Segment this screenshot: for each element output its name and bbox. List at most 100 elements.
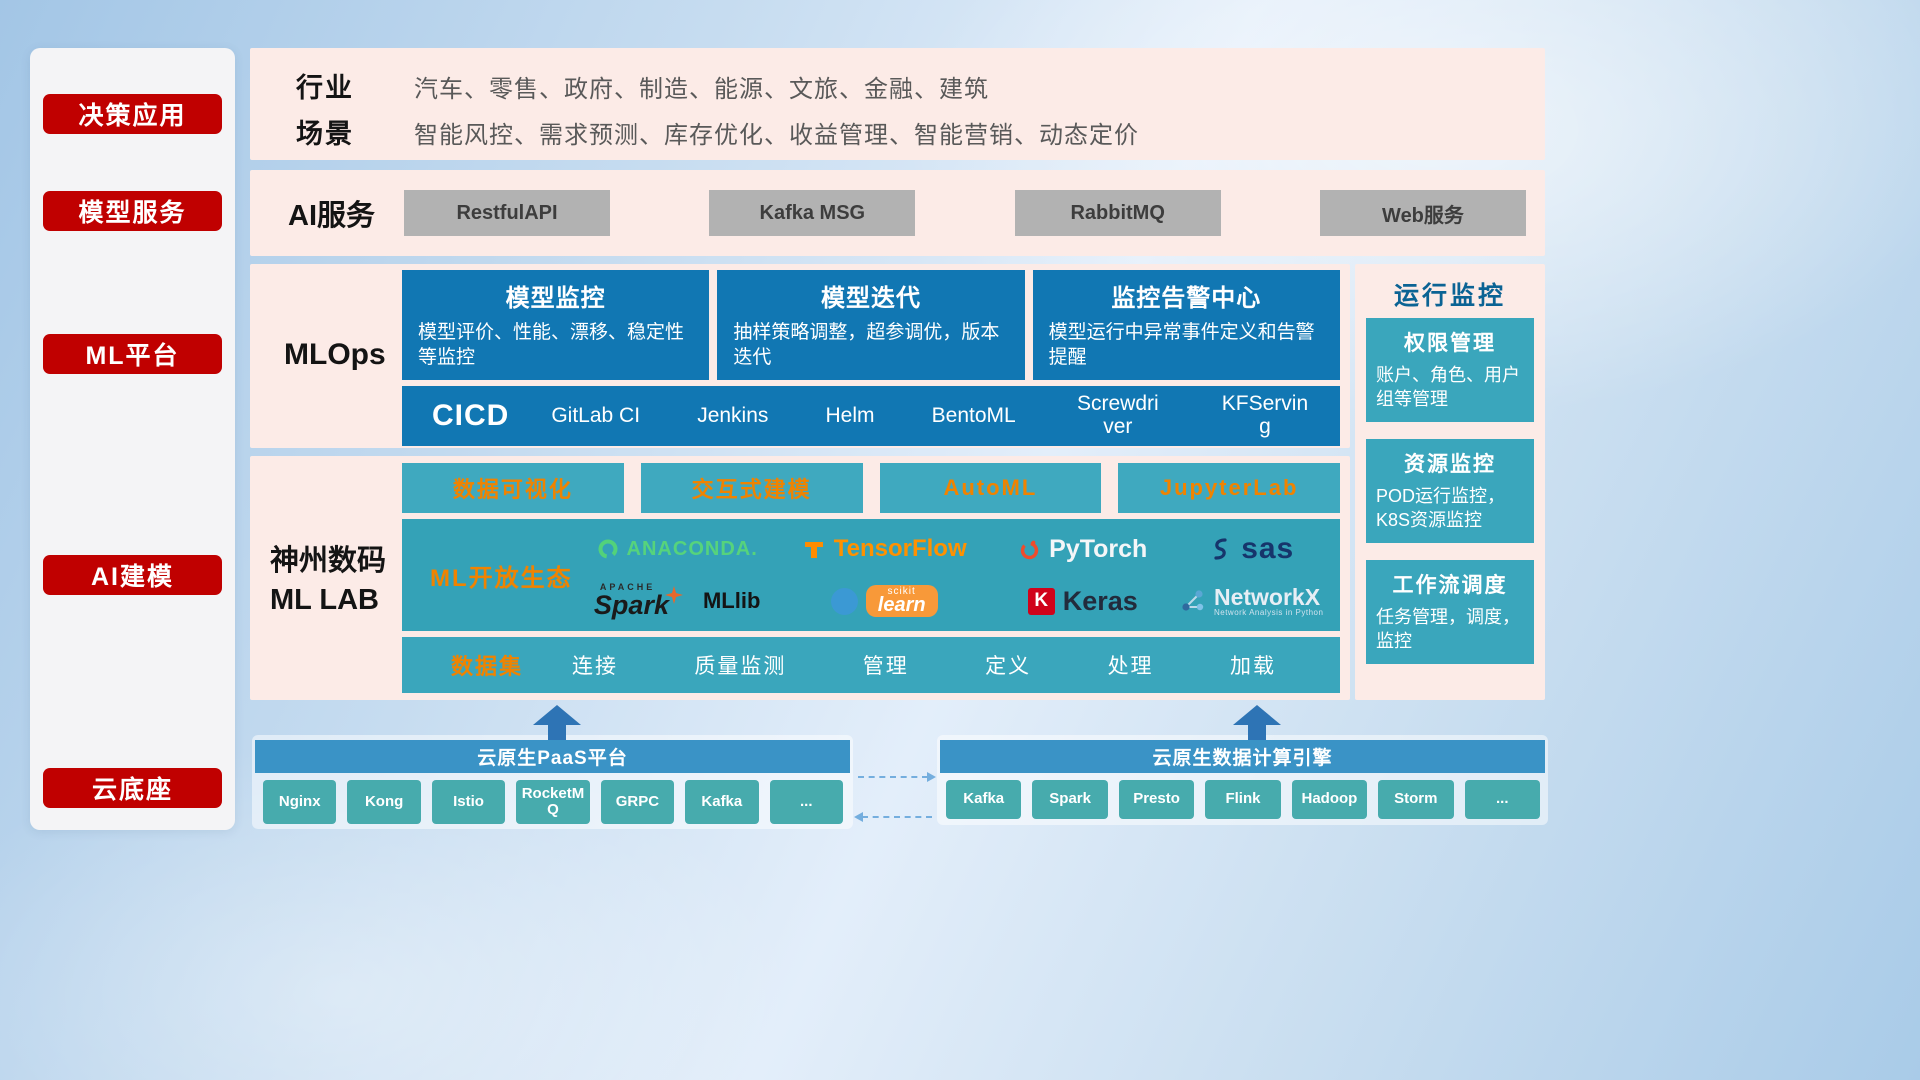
card-title: 资源监控 [1404,453,1496,476]
nginx-chip: Nginx [263,780,337,824]
mllib-label: MLlib [702,588,761,613]
helm-item: Helm [825,403,875,427]
spark-star-icon [664,586,683,604]
paas-chip-row: Nginx Kong Istio RocketMQ GRPC Kafka ... [263,780,843,824]
more-chip: ... [769,780,843,824]
alert-center-card: 监控告警中心 模型运行中异常事件定义和告警提醒 [1032,270,1340,380]
mlops-label: MLOps [284,338,386,371]
ml-lab-content: 数据可视化 交互式建模 AutoML JupyterLab ML开放生态 ANA… [402,463,1340,693]
networkx-wordmark-stack: NetworkX Network Analysis in Python [1214,585,1324,618]
card-desc: 模型运行中异常事件定义和告警提醒 [1048,322,1315,369]
ml-open-ecosystem-label: ML开放生态 [430,564,573,592]
run-monitoring-panel: 运行监控 权限管理 账户、角色、用户组等管理 资源监控 POD运行监控，K8S资… [1355,264,1545,700]
ai-service-label: AI服务 [288,200,376,232]
automl-chip: AutoML [879,463,1102,513]
flink-chip: Flink [1205,780,1281,819]
tensorflow-icon [804,542,823,558]
rocketmq-chip: RocketMQ [516,780,590,824]
card-desc: POD运行监控，K8S资源监控 [1376,486,1506,531]
pytorch-logo: PyTorch [1018,535,1147,564]
dataset-quality-item: 质量监测 [694,655,787,678]
sidebar-item-ai-modeling: AI建模 [43,555,222,595]
workflow-scheduling-card: 工作流调度 任务管理，调度，监控 [1366,560,1534,664]
industry-scenario-panel: 行业 汽车、零售、政府、制造、能源、文旅、金融、建筑 场景 智能风控、需求预测、… [250,48,1545,160]
card-title: 模型迭代 [820,285,921,312]
anaconda-logo: ANACONDA. [597,538,758,561]
web-service-chip: Web服务 [1319,190,1526,236]
sas-wordmark: sas [1241,532,1295,565]
card-title: 权限管理 [1404,332,1496,355]
dataset-define-item: 定义 [985,655,1032,678]
kafka-chip: Kafka [685,780,759,824]
scenario-row: 场景 智能风控、需求预测、库存优化、收益管理、智能营销、动态定价 [296,112,1525,151]
tensorflow-wordmark: TensorFlow [833,535,967,562]
sas-icon [1214,538,1227,560]
scikit-learn-logo: scikit learn [830,584,938,618]
ai-service-chip-row: RestfulAPI Kafka MSG RabbitMQ Web服务 [404,190,1545,236]
left-category-sidebar: 决策应用 模型服务 ML平台 AI建模 云底座 [30,48,235,830]
presto-chip: Presto [1118,780,1195,819]
up-arrow-icon [533,705,581,741]
hadoop-chip: Hadoop [1291,780,1368,819]
istio-chip: Istio [431,780,506,824]
dataset-bar: 数据集 连接 质量监测 管理 定义 处理 加载 [402,637,1340,693]
pytorch-wordmark: PyTorch [1049,534,1148,563]
gitlab-ci-item: GitLab CI [551,403,641,427]
data-engine-header: 云原生数据计算引擎 [940,740,1545,773]
scikit-learn-icon [830,587,858,615]
model-monitoring-card: 模型监控 模型评价、性能、漂移、稳定性等监控 [402,270,710,380]
ml-lab-panel: 神州数码 ML LAB 数据可视化 交互式建模 AutoML JupyterLa… [250,456,1350,700]
scenario-values: 智能风控、需求预测、库存优化、收益管理、智能营销、动态定价 [414,122,1139,149]
ml-lab-tool-row: 数据可视化 交互式建模 AutoML JupyterLab [402,463,1340,513]
cicd-label: CICD [432,399,510,432]
keras-logo: K Keras [1027,585,1138,617]
apache-label: APACHE [599,582,656,592]
dataset-manage-item: 管理 [862,655,909,678]
bentoml-item: BentoML [931,403,1016,427]
learn-label: learn [877,594,926,617]
cicd-tool-list: GitLab CI Jenkins Helm BentoML Screwdriv… [551,392,1310,438]
sidebar-item-ml-platform: ML平台 [43,334,222,374]
spark-wordmark-stack: APACHE Spark [594,583,683,619]
dataset-connect-item: 连接 [572,655,618,678]
more-chip: ... [1464,780,1540,819]
data-visualization-chip: 数据可视化 [402,463,624,513]
screwdriver-item: Screwdriver [1077,392,1159,438]
ecosystem-logo-grid: ANACONDA. TensorFlow PyTorch sas [580,519,1332,631]
kafka-chip: Kafka [946,780,1022,819]
dataset-label: 数据集 [450,654,523,679]
ai-service-panel: AI服务 RestfulAPI Kafka MSG RabbitMQ Web服务 [250,170,1545,256]
industry-values: 汽车、零售、政府、制造、能源、文旅、金融、建筑 [414,76,989,103]
grpc-chip: GRPC [600,780,675,824]
spark-wordmark: Spark [593,590,669,620]
card-desc: 账户、角色、用户组等管理 [1376,365,1520,410]
jenkins-item: Jenkins [697,403,769,427]
scikit-label: scikit [887,585,916,597]
jupyterlab-chip: JupyterLab [1118,463,1340,513]
card-desc: 抽样策略调整，超参调优，版本迭代 [733,322,1000,369]
mlops-content: 模型监控 模型评价、性能、漂移、稳定性等监控 模型迭代 抽样策略调整，超参调优，… [402,270,1340,446]
mlops-card-row: 模型监控 模型评价、性能、漂移、稳定性等监控 模型迭代 抽样策略调整，超参调优，… [402,270,1340,380]
model-iteration-card: 模型迭代 抽样策略调整，超参调优，版本迭代 [717,270,1025,380]
cicd-bar: CICD GitLab CI Jenkins Helm BentoML Scre… [402,386,1340,446]
ml-lab-label-line2: ML LAB [270,584,380,617]
keras-wordmark: Keras [1062,585,1138,616]
storm-chip: Storm [1378,780,1454,819]
run-monitoring-title: 运行监控 [1393,282,1506,310]
paas-platform-header: 云原生PaaS平台 [255,740,850,773]
kong-chip: Kong [347,780,421,824]
anaconda-wordmark: ANACONDA. [626,537,758,560]
tensorflow-logo: TensorFlow [802,535,967,563]
resource-monitoring-card: 资源监控 POD运行监控，K8S资源监控 [1366,439,1534,543]
up-arrow-icon [1233,705,1281,741]
spark-chip: Spark [1032,780,1108,819]
networkx-logo: NetworkX Network Analysis in Python [1180,585,1324,618]
card-title: 工作流调度 [1392,574,1508,597]
ml-lab-label: 神州数码 ML LAB [270,542,386,620]
engine-chip-row: Kafka Spark Presto Flink Hadoop Storm ..… [946,780,1540,819]
mlops-panel: MLOps 模型监控 模型评价、性能、漂移、稳定性等监控 模型迭代 抽样策略调整… [250,264,1350,448]
dataset-item-list: 连接 质量监测 管理 定义 处理 加载 [572,650,1276,680]
networkx-icon [1182,590,1204,611]
restfulapi-chip: RestfulAPI [404,190,610,236]
sidebar-item-decision-apps: 决策应用 [43,94,222,134]
